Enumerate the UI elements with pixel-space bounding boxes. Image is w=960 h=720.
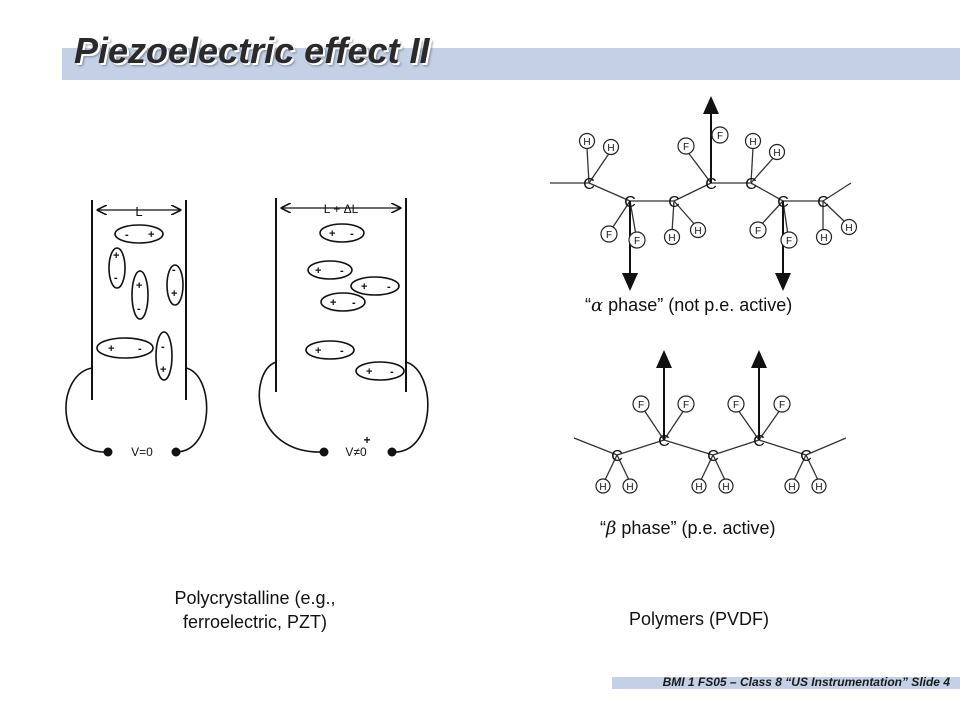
svg-text:C: C	[611, 448, 623, 465]
svg-text:-: -	[125, 229, 129, 241]
polycrystalline-caption: Polycrystalline (e.g., ferroelectric, PZ…	[174, 588, 336, 632]
electrode-terminal	[387, 447, 397, 457]
svg-text:-: -	[340, 265, 344, 277]
alpha-symbol: α	[591, 295, 604, 316]
svg-text:+: +	[136, 280, 142, 292]
svg-text:F: F	[755, 226, 761, 237]
svg-text:H: H	[845, 223, 852, 234]
svg-text:+: +	[330, 297, 336, 309]
svg-text:H: H	[722, 482, 729, 493]
svg-text:H: H	[583, 137, 590, 148]
svg-text:-: -	[138, 343, 142, 355]
voltage-label-zero: V=0	[131, 445, 153, 459]
footer-bar	[612, 677, 960, 689]
svg-text:H: H	[599, 482, 606, 493]
polymers-caption: Polymers (PVDF)	[629, 609, 770, 629]
svg-text:H: H	[694, 226, 701, 237]
svg-text:F: F	[779, 400, 785, 411]
svg-text:-: -	[350, 228, 354, 240]
svg-text:C: C	[658, 433, 670, 450]
label-L: L	[135, 204, 142, 219]
electrode-terminal	[319, 447, 329, 457]
slide-title: Piezoelectric effect II	[74, 30, 430, 71]
alpha-phase-caption: “α phase” (not p.e. active)	[585, 295, 793, 316]
crystal-stressed	[258, 198, 429, 453]
svg-text:C: C	[745, 176, 757, 193]
svg-text:C: C	[668, 194, 680, 211]
svg-text:F: F	[606, 230, 612, 241]
svg-text:H: H	[626, 482, 633, 493]
svg-text:+: +	[160, 364, 166, 376]
svg-text:C: C	[705, 176, 717, 193]
svg-text:H: H	[820, 233, 827, 244]
slide-footer: BMI 1 FS05 – Class 8 “US Instrumentation…	[662, 675, 950, 689]
svg-text:-: -	[161, 341, 165, 353]
svg-text:F: F	[634, 236, 640, 247]
svg-text:-: -	[390, 366, 394, 378]
svg-text:F: F	[733, 400, 739, 411]
domain-charges-stressed: +- +- +- +- +- +-	[315, 228, 394, 378]
voltage-label-nonzero: V≠0	[345, 445, 367, 459]
svg-text:F: F	[638, 400, 644, 411]
svg-text:+: +	[361, 281, 367, 293]
svg-text:-: -	[172, 264, 176, 276]
beta-symbol: β	[606, 518, 617, 539]
electrode-terminal	[171, 447, 181, 457]
svg-text:+: +	[329, 228, 335, 240]
domain-charges-unstressed: -+ +- +- -+ +- -+	[108, 229, 177, 376]
svg-text:H: H	[668, 233, 675, 244]
svg-text:C: C	[624, 194, 636, 211]
svg-text:C: C	[817, 194, 829, 211]
svg-text:C: C	[777, 194, 789, 211]
svg-text:-: -	[114, 272, 118, 284]
svg-text:H: H	[815, 482, 822, 493]
domain-ellipses-unstressed	[96, 224, 184, 381]
svg-text:C: C	[753, 433, 765, 450]
svg-text:+: +	[108, 343, 114, 355]
svg-text:C: C	[583, 176, 595, 193]
svg-text:H: H	[788, 482, 795, 493]
svg-text:F: F	[683, 400, 689, 411]
svg-text:+: +	[366, 366, 372, 378]
svg-text:H: H	[773, 148, 780, 159]
svg-text:+: +	[171, 288, 177, 300]
svg-text:H: H	[607, 143, 614, 154]
svg-text:+: +	[148, 229, 154, 241]
alpha-phase-molecule: C C C C C C C H H F F	[550, 96, 858, 291]
svg-text:F: F	[717, 131, 723, 142]
svg-text:+: +	[113, 250, 119, 262]
domain-ellipses-stressed	[305, 223, 405, 381]
svg-text:C: C	[800, 448, 812, 465]
svg-text:-: -	[137, 303, 141, 315]
svg-text:C: C	[707, 448, 719, 465]
svg-text:-: -	[387, 281, 391, 293]
svg-text:F: F	[683, 142, 689, 153]
electrode-terminal	[103, 447, 113, 457]
svg-text:H: H	[695, 482, 702, 493]
crystal-unstressed	[65, 200, 208, 453]
svg-text:+: +	[315, 345, 321, 357]
beta-phase-caption: “β phase” (p.e. active)	[600, 518, 776, 539]
svg-text:-: -	[352, 297, 356, 309]
polarity-plus: +	[363, 433, 370, 447]
svg-text:-: -	[340, 345, 344, 357]
label-L-plus-delta-L: L + ΔL	[324, 202, 359, 216]
title-bar	[62, 48, 960, 80]
svg-text:H: H	[749, 137, 756, 148]
svg-text:F: F	[786, 236, 792, 247]
svg-text:+: +	[315, 265, 321, 277]
beta-phase-molecule: C C C C C F F F F H H H H H	[573, 350, 847, 494]
